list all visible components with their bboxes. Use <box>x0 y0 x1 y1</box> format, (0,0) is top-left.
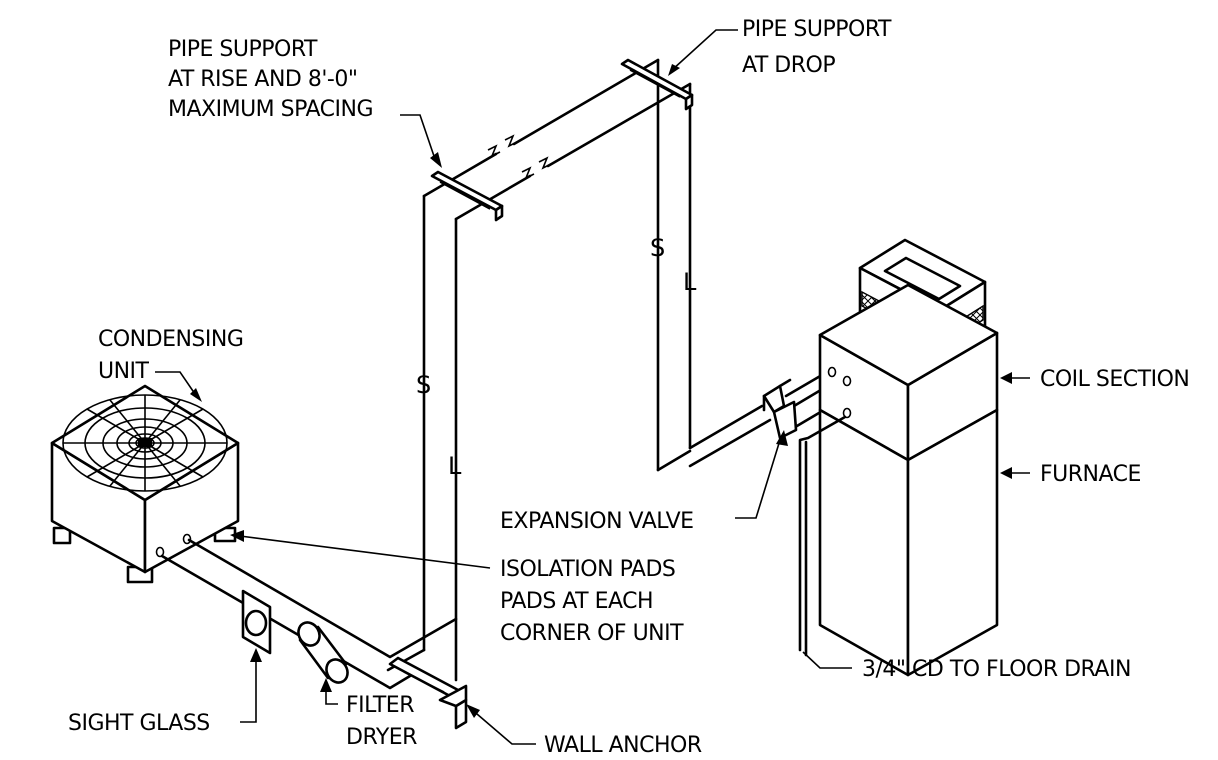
label-suction-rise: S <box>416 371 431 399</box>
leaders <box>155 29 1030 745</box>
label-pipe-support-drop-1: PIPE SUPPORT <box>742 17 892 42</box>
label-liquid-rise: L <box>448 452 462 480</box>
label-pipe-support-rise-3: MAXIMUM SPACING <box>168 97 373 122</box>
coil-port <box>827 366 837 378</box>
label-pipe-support-rise-1: PIPE SUPPORT <box>168 37 318 62</box>
coil-port <box>842 407 852 419</box>
label-isolation-pads-3: CORNER OF UNIT <box>500 621 684 646</box>
label-wall-anchor: WALL ANCHOR <box>544 733 702 758</box>
label-condensing-2: UNIT <box>98 359 150 384</box>
pipe-support-drop <box>620 58 694 111</box>
service-port <box>182 533 192 545</box>
label-pipe-support-drop-2: AT DROP <box>742 53 835 78</box>
label-liquid-drop: L <box>683 268 697 296</box>
refrigerant-piping <box>160 58 848 690</box>
pipe-support-rise <box>430 170 504 222</box>
label-condensing-1: CONDENSING <box>98 327 243 352</box>
unit-foot <box>52 526 72 545</box>
condensate-drain-line <box>798 415 847 652</box>
condensing-unit <box>50 384 240 584</box>
air-handler <box>798 238 999 677</box>
wall-anchor <box>388 656 468 730</box>
expansion-valve <box>762 378 798 440</box>
label-condensate-drain: 3/4" CD TO FLOOR DRAIN <box>862 657 1131 682</box>
label-furnace: FURNACE <box>1040 462 1141 487</box>
label-filter-dryer-1: FILTER <box>346 693 414 718</box>
label-pipe-support-rise-2: AT RISE AND 8'-0" <box>168 67 357 92</box>
callout-labels: PIPE SUPPORT AT RISE AND 8'-0" MAXIMUM S… <box>68 17 1190 758</box>
fan-grille-icon <box>62 394 228 492</box>
filter-dryer <box>297 621 349 684</box>
label-expansion-valve: EXPANSION VALVE <box>500 509 694 534</box>
label-isolation-pads-2: PADS AT EACH <box>500 589 653 614</box>
label-sight-glass: SIGHT GLASS <box>68 711 210 736</box>
coil-port <box>842 375 852 387</box>
label-coil-section: COIL SECTION <box>1040 367 1189 392</box>
label-isolation-pads-1: ISOLATION PADS <box>500 557 675 582</box>
label-filter-dryer-2: DRYER <box>346 725 417 750</box>
sight-glass <box>241 589 272 655</box>
furnace-side <box>906 408 999 677</box>
label-suction-drop: S <box>650 234 665 262</box>
service-port <box>155 546 165 558</box>
